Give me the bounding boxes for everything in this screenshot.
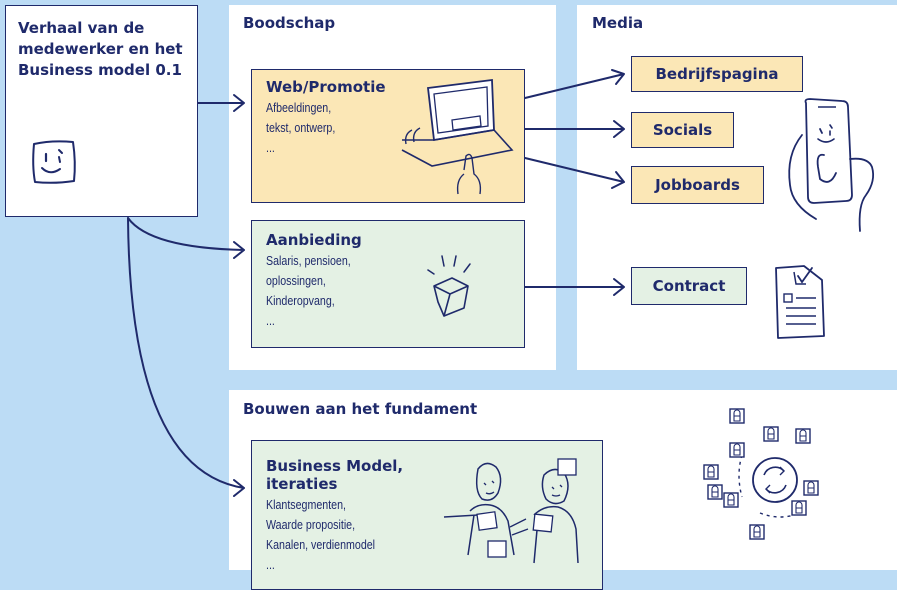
business-model-line: Klantsegmenten, [266,497,347,512]
business-model-text: Klantsegmenten, Waarde propositie, Kanal… [266,495,375,575]
package-icon [427,255,471,317]
aanbieding-line: ... [266,313,275,328]
aanbieding-line: oplossingen, [266,273,326,288]
fundament-heading: Bouwen aan het fundament [243,400,478,418]
arrow-web-to-jobboards [524,157,625,189]
business-model-line: Waarde propositie, [266,517,356,532]
arrow-web-to-bedrijfspagina [524,69,625,99]
business-model-title: Business Model, iteraties [266,457,403,493]
web-line: ... [266,140,275,155]
arrow-story-to-aanbieding [127,217,245,259]
business-model-title-line: iteraties [266,475,338,493]
media-heading: Media [592,14,644,32]
aanbieding-line: Salaris, pensioen, [266,253,351,268]
business-model-box: Business Model, iteraties Klantsegmenten… [251,440,603,590]
arrow-story-to-web [197,94,245,112]
media-bedrijfspagina: Bedrijfspagina [631,56,803,92]
boodschap-heading: Boodschap [243,14,336,32]
web-promotie-title: Web/Promotie [266,78,386,96]
aanbieding-box: Aanbieding Salaris, pensioen, oplossinge… [251,220,525,348]
phone-hand-icon [788,98,875,232]
laptop-hands-icon [401,78,514,195]
web-promotie-box: Web/Promotie Afbeeldingen, tekst, ontwer… [251,69,525,203]
contract-document-icon [775,265,825,339]
business-model-line: ... [266,557,275,572]
business-model-line: Kanalen, verdienmodel [266,537,376,552]
aanbieding-title: Aanbieding [266,231,362,249]
arrow-story-to-business-model [127,217,245,497]
media-socials: Socials [631,112,734,148]
arrow-aanbieding-to-contract [524,278,625,296]
web-line: tekst, ontwerp, [266,120,336,135]
media-jobboards: Jobboards [631,166,764,204]
arrow-web-to-socials [524,120,625,138]
web-line: Afbeeldingen, [266,100,332,115]
aanbieding-text: Salaris, pensioen, oplossingen, Kinderop… [266,251,351,331]
lock-cycle-icon [703,408,819,540]
story-box: Verhaal van de medewerker en het Busines… [5,5,198,217]
story-title: Verhaal van de medewerker en het Busines… [18,19,183,79]
aanbieding-line: Kinderopvang, [266,293,335,308]
web-promotie-text: Afbeeldingen, tekst, ontwerp, ... [266,98,335,158]
collaborating-people-icon [443,458,579,564]
business-model-title-line: Business Model, [266,457,404,475]
smiley-icon [32,140,76,184]
media-contract: Contract [631,267,747,305]
